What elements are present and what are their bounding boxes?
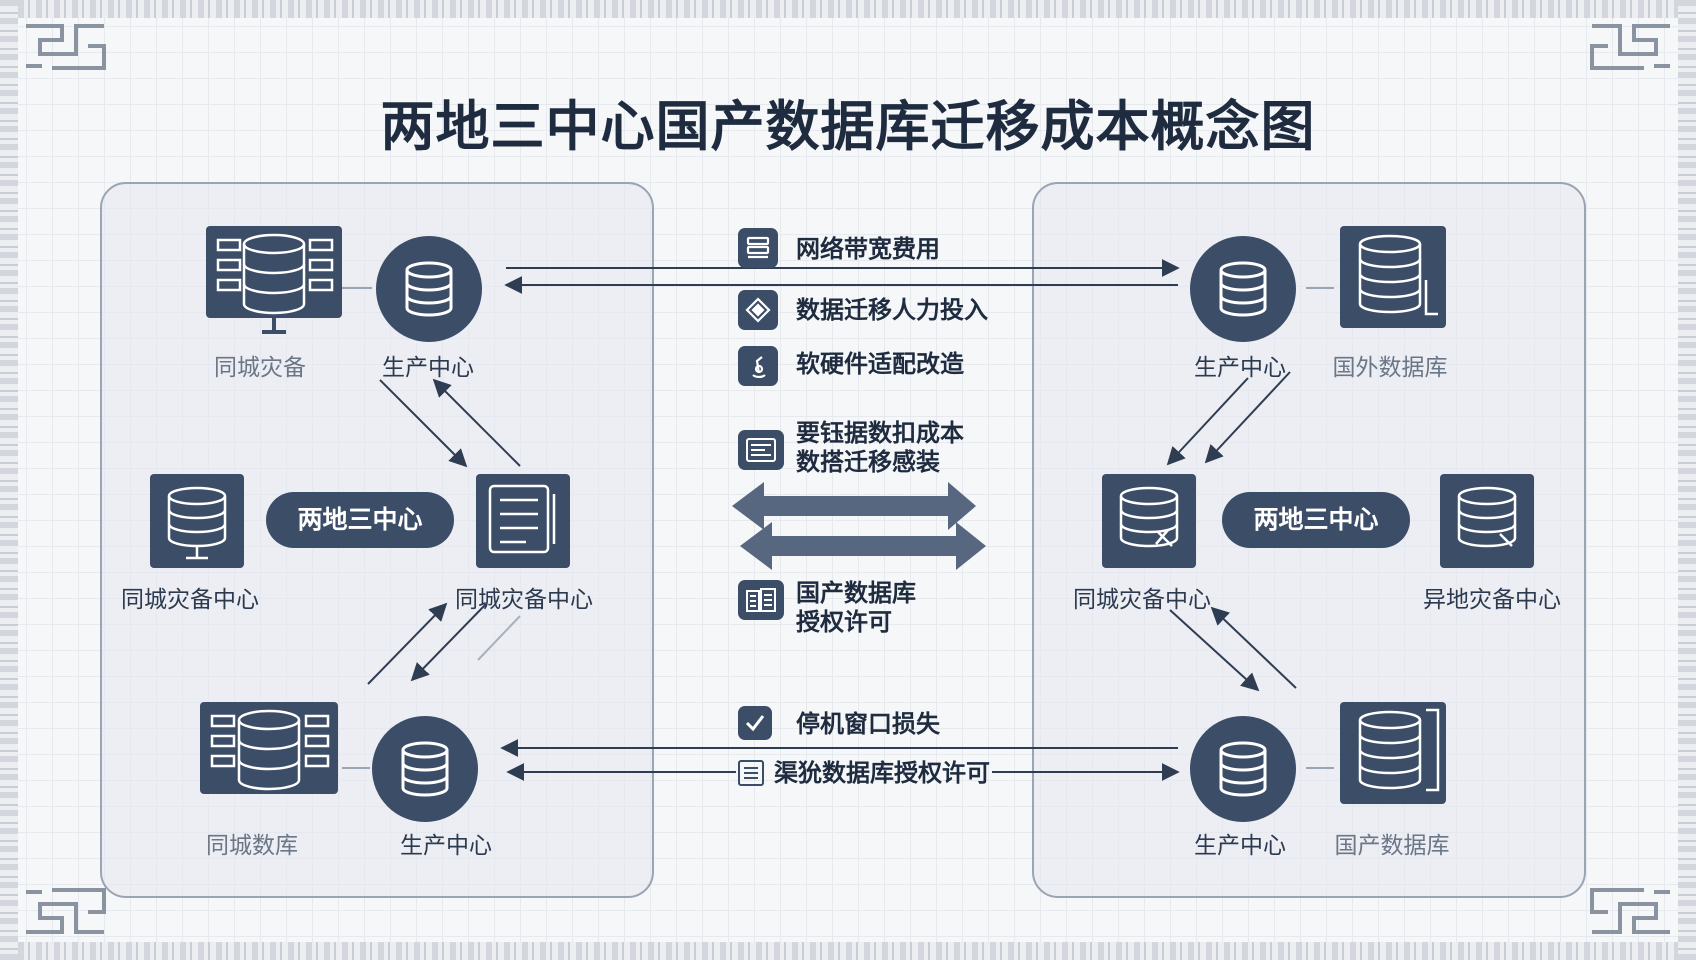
corner-ornament-bottom-left <box>26 888 106 934</box>
corner-ornament-bottom-right <box>1590 888 1670 934</box>
checkbox-icon <box>738 706 772 740</box>
wrench-icon <box>738 346 778 386</box>
cost-labor: 数据迁移人力投入 <box>796 296 988 324</box>
arrow-right-down-a <box>1166 377 1249 466</box>
right-top-production-node <box>1190 236 1296 342</box>
document-icon <box>738 430 784 470</box>
left-top-production-node <box>376 236 482 342</box>
cost-adaptation: 软硬件适配改造 <box>796 350 964 378</box>
right-bottom-center-label: 生产中心 <box>1194 833 1286 859</box>
left-bottom-left-label: 同城数库 <box>206 833 298 859</box>
server-icon <box>738 228 778 268</box>
wide-arrow-2 <box>740 522 986 570</box>
left-top-center-label: 生产中心 <box>382 355 474 381</box>
corner-ornament-top-right <box>1590 24 1670 70</box>
right-mid-left-label: 同城灾备中心 <box>1073 587 1211 613</box>
left-top-left-label: 同城灾备 <box>214 355 306 381</box>
cost-license-line1: 国产数据库 <box>796 579 916 607</box>
frame-top-border <box>0 0 1696 18</box>
left-bottom-center-label: 生产中心 <box>400 833 492 859</box>
building-icon <box>738 580 784 620</box>
right-mid-right-label: 异地灾备中心 <box>1423 587 1561 613</box>
cost-migration-line2: 数搭迁移感装 <box>796 448 940 476</box>
left-pill-badge: 两地三中心 <box>266 492 454 548</box>
page-title: 两地三中心国产数据库迁移成本概念图 <box>380 95 1316 158</box>
right-top-center-label: 生产中心 <box>1194 355 1286 381</box>
arrow-right-lower-up <box>1210 606 1297 689</box>
left-bottom-production-node <box>372 716 478 822</box>
list-icon <box>738 760 764 786</box>
arrow-right-down-b <box>1204 371 1291 464</box>
right-top-right-label: 国外数据库 <box>1332 355 1448 381</box>
database-monitor-icon <box>1340 226 1446 328</box>
server-rack-icon <box>200 702 338 794</box>
cost-migration-line1: 要钰据数扣成本 <box>796 419 964 447</box>
cost-license-bottom: 渠狁数据库授权许可 <box>774 759 990 787</box>
right-pill-badge: 两地三中心 <box>1222 492 1410 548</box>
database-monitor-icon <box>150 474 244 568</box>
cost-bandwidth: 网络带宽费用 <box>796 235 940 263</box>
frame-left-border <box>0 0 18 960</box>
cost-downtime: 停机窗口损失 <box>796 710 940 738</box>
right-bottom-right-label: 国产数据库 <box>1334 833 1450 859</box>
arrow-left-up <box>432 378 521 467</box>
frame-bottom-border <box>0 942 1696 960</box>
arrow-right-lower-down <box>1169 609 1260 692</box>
database-monitor-icon <box>476 474 570 568</box>
right-bottom-production-node <box>1190 716 1296 822</box>
left-mid-left-label: 同城灾备中心 <box>121 587 259 613</box>
database-monitor-icon <box>1102 474 1196 568</box>
server-rack-icon <box>206 226 342 334</box>
arrow-left-lower-faint <box>477 615 521 661</box>
diamond-icon <box>738 290 778 330</box>
frame-right-border <box>1678 0 1696 960</box>
cost-license-line2: 授权许可 <box>796 608 892 636</box>
left-mid-right-label: 同城灾备中心 <box>455 587 593 613</box>
database-monitor-icon <box>1340 702 1446 804</box>
arrow-left-lower-down <box>410 603 487 682</box>
arrow-left-lower-up <box>367 602 448 685</box>
arrow-left-down <box>379 379 468 468</box>
corner-ornament-top-left <box>26 24 106 70</box>
database-monitor-icon <box>1440 474 1534 568</box>
wide-arrow-1 <box>732 482 976 530</box>
